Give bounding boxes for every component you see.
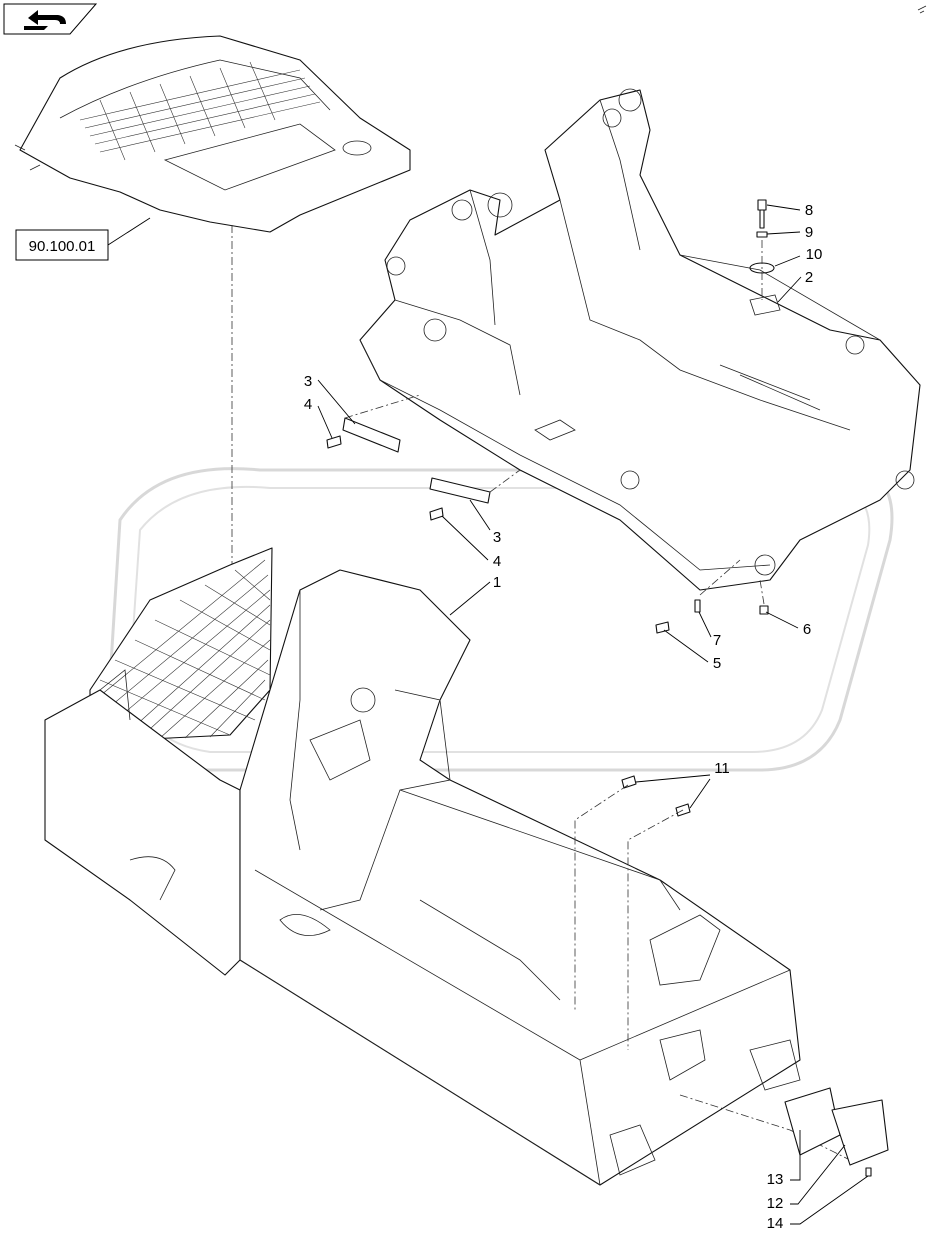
svg-text:8: 8 — [805, 202, 813, 219]
svg-text:10: 10 — [806, 246, 823, 263]
callout-14[interactable]: 14 — [767, 1175, 869, 1232]
svg-text:12: 12 — [767, 1195, 784, 1212]
bolt-washer-stack — [749, 199, 775, 300]
reference-label: 90.100.01 — [29, 238, 96, 255]
svg-text:1: 1 — [493, 574, 501, 591]
engine-cover — [14, 35, 411, 233]
svg-text:4: 4 — [493, 553, 501, 570]
callout-13[interactable]: 13 — [767, 1130, 801, 1188]
back-arrow-icon[interactable] — [3, 3, 98, 35]
svg-text:11: 11 — [714, 760, 730, 777]
callout-5[interactable]: 5 — [663, 629, 721, 672]
access-covers — [784, 1087, 889, 1177]
callout-12[interactable]: 12 — [767, 1144, 846, 1212]
svg-text:5: 5 — [713, 655, 721, 672]
plate-set-lower — [429, 469, 521, 521]
assembly-guides — [574, 775, 851, 1161]
corner-mark-icon — [917, 5, 927, 14]
svg-text:3: 3 — [493, 529, 501, 546]
callout-3-lower[interactable]: 3 — [469, 499, 501, 546]
svg-text:7: 7 — [713, 632, 721, 649]
svg-text:2: 2 — [805, 269, 813, 286]
svg-text:13: 13 — [767, 1171, 784, 1188]
svg-text:3: 3 — [304, 373, 312, 390]
callout-9[interactable]: 9 — [766, 224, 813, 241]
svg-text:14: 14 — [767, 1215, 784, 1232]
plate-set-upper — [326, 394, 421, 453]
callout-6[interactable]: 6 — [765, 611, 811, 638]
callout-4-lower[interactable]: 4 — [441, 515, 501, 570]
svg-text:4: 4 — [304, 396, 312, 413]
callout-11[interactable]: 11 — [635, 760, 730, 809]
callout-1[interactable]: 1 — [449, 574, 501, 616]
callout-10[interactable]: 10 — [774, 246, 823, 267]
callout-8[interactable]: 8 — [766, 202, 813, 219]
loader-frame — [359, 88, 921, 591]
reference-callout[interactable]: 90.100.01 — [15, 217, 151, 261]
callout-4-upper[interactable]: 4 — [304, 396, 333, 439]
callout-7[interactable]: 7 — [698, 611, 721, 649]
callout-3-upper[interactable]: 3 — [304, 373, 356, 425]
svg-text:9: 9 — [805, 224, 813, 241]
small-fasteners — [655, 559, 769, 634]
main-chassis — [44, 569, 801, 1186]
svg-text:6: 6 — [803, 621, 811, 638]
callout-2[interactable]: 2 — [777, 269, 813, 303]
